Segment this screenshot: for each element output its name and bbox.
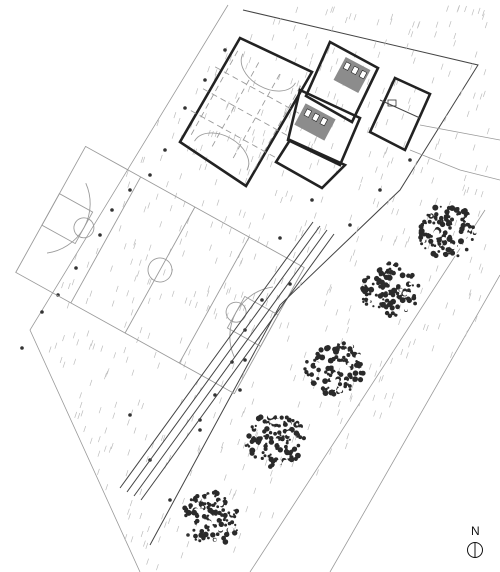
bollard — [20, 346, 24, 350]
bollard — [243, 358, 247, 362]
north-arrow-icon — [467, 542, 483, 558]
bollard — [198, 428, 202, 432]
tree-icon — [303, 341, 366, 397]
bollard — [213, 393, 217, 397]
bollard — [238, 388, 242, 392]
bollard — [183, 106, 187, 110]
bollard — [40, 310, 44, 314]
site-boundary — [29, 4, 500, 572]
tree-icon — [418, 204, 481, 259]
bollard — [310, 198, 314, 202]
bollard — [203, 78, 207, 82]
gymnasium-building — [178, 36, 314, 188]
bollard — [408, 158, 412, 162]
north-label: N — [471, 524, 480, 538]
bollard — [348, 223, 352, 227]
bollard — [98, 233, 102, 237]
bollard — [186, 533, 190, 537]
bollard — [148, 173, 152, 177]
ground-hatching — [48, 4, 490, 571]
tree-icon — [182, 489, 243, 545]
bollard — [128, 413, 132, 417]
tree-icon — [359, 260, 421, 318]
bollard — [128, 188, 132, 192]
locker-building — [274, 40, 432, 190]
tree-row — [182, 204, 481, 545]
basketball-court — [15, 145, 305, 395]
bollard — [74, 266, 78, 270]
stepped-seating — [119, 221, 335, 501]
bollard — [278, 236, 282, 240]
perimeter-bollards — [20, 48, 412, 537]
bollard — [288, 282, 292, 286]
bollard — [260, 298, 264, 302]
bollard — [168, 498, 172, 502]
tree-icon — [244, 412, 306, 469]
bollard — [163, 148, 167, 152]
bollard — [378, 188, 382, 192]
bollard — [110, 208, 114, 212]
bollard — [223, 48, 227, 52]
